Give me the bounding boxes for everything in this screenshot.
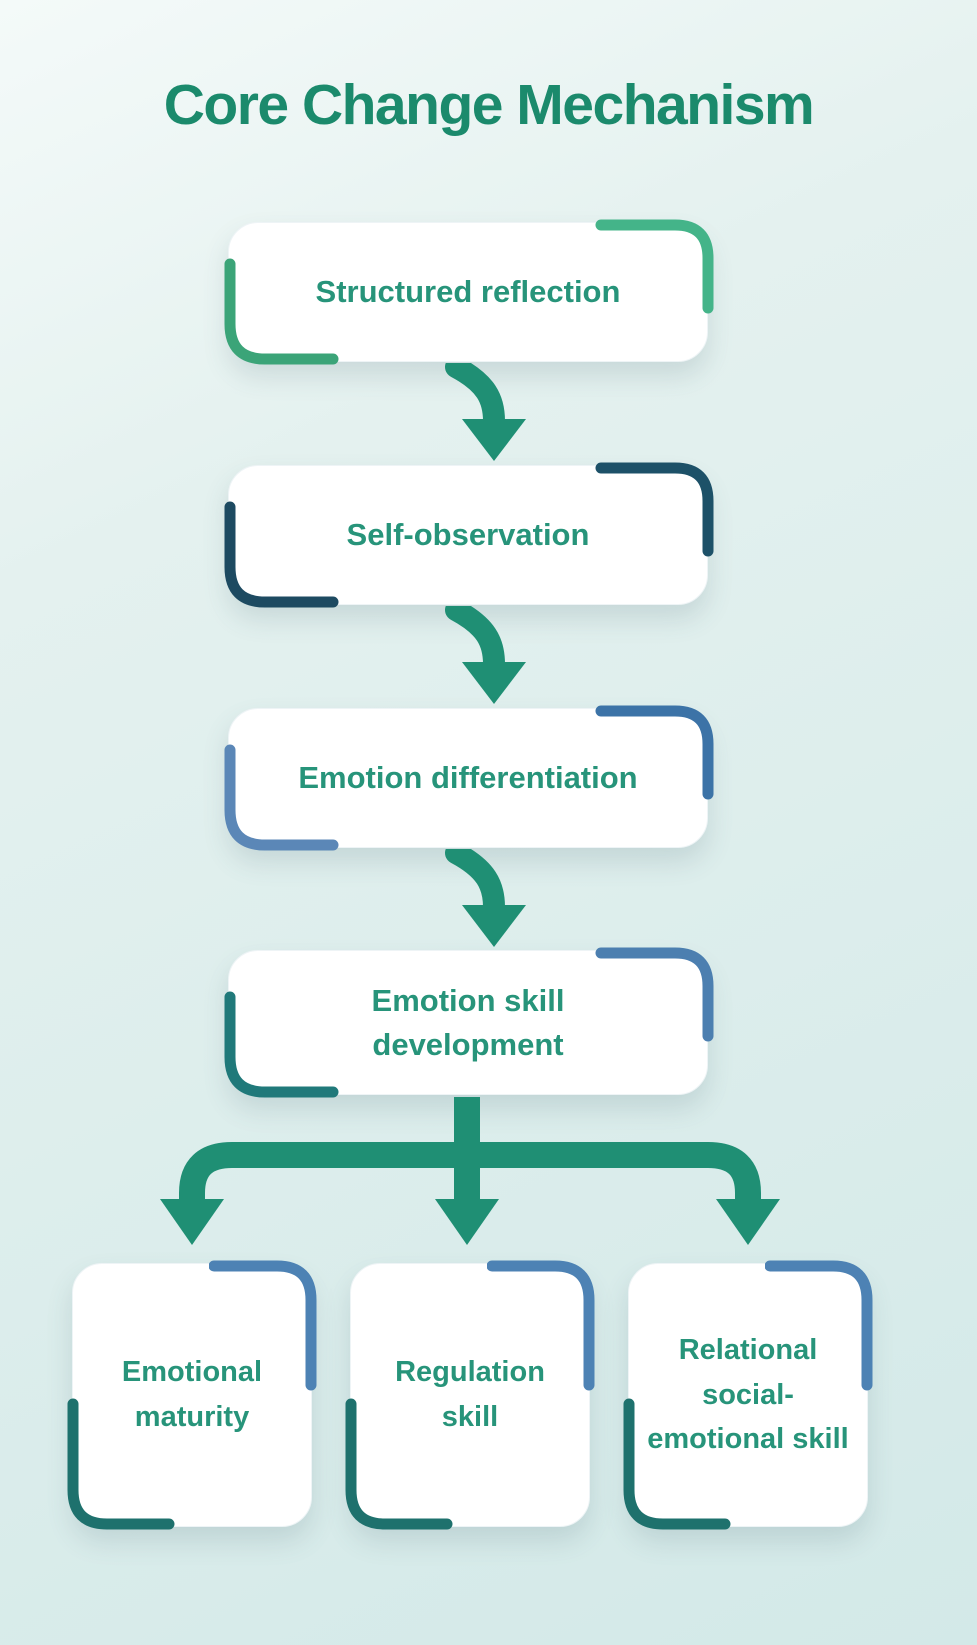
step-label: Structured reflection [315,274,621,310]
page-title: Core Change Mechanism [163,73,815,137]
flow-step-self-observation: Self-observation [224,462,714,608]
outcome-emotional-maturity: Emotional maturity [67,1260,317,1530]
branch-arrow-icon [160,1097,780,1245]
outcome-label: Relational social-emotional skill [647,1333,849,1456]
flow-step-emotion-differentiation: Emotion differentiation [224,705,714,851]
outcome-label: Emotional maturity [121,1356,263,1433]
flow-step-emotion-skill-development: Emotion skill development [224,947,714,1098]
outcome-regulation-skill: Regulation skill [345,1260,595,1530]
corner-bracket-bottom-left-icon [224,501,339,608]
step-label: Emotion skill development [371,983,565,1062]
step-label: Emotion differentiation [298,760,638,796]
corner-bracket-top-right-icon [595,462,714,557]
outcome-label: Regulation skill [395,1356,545,1433]
arrow-down-icon [445,363,526,461]
step-label: Self-observation [346,517,590,553]
arrow-down-icon [445,606,526,704]
flow-step-structured-reflection: Structured reflection [224,219,714,365]
outcome-relational-social-emotional-skill: Relational social-emotional skill [623,1260,873,1530]
arrow-down-icon [445,849,526,947]
